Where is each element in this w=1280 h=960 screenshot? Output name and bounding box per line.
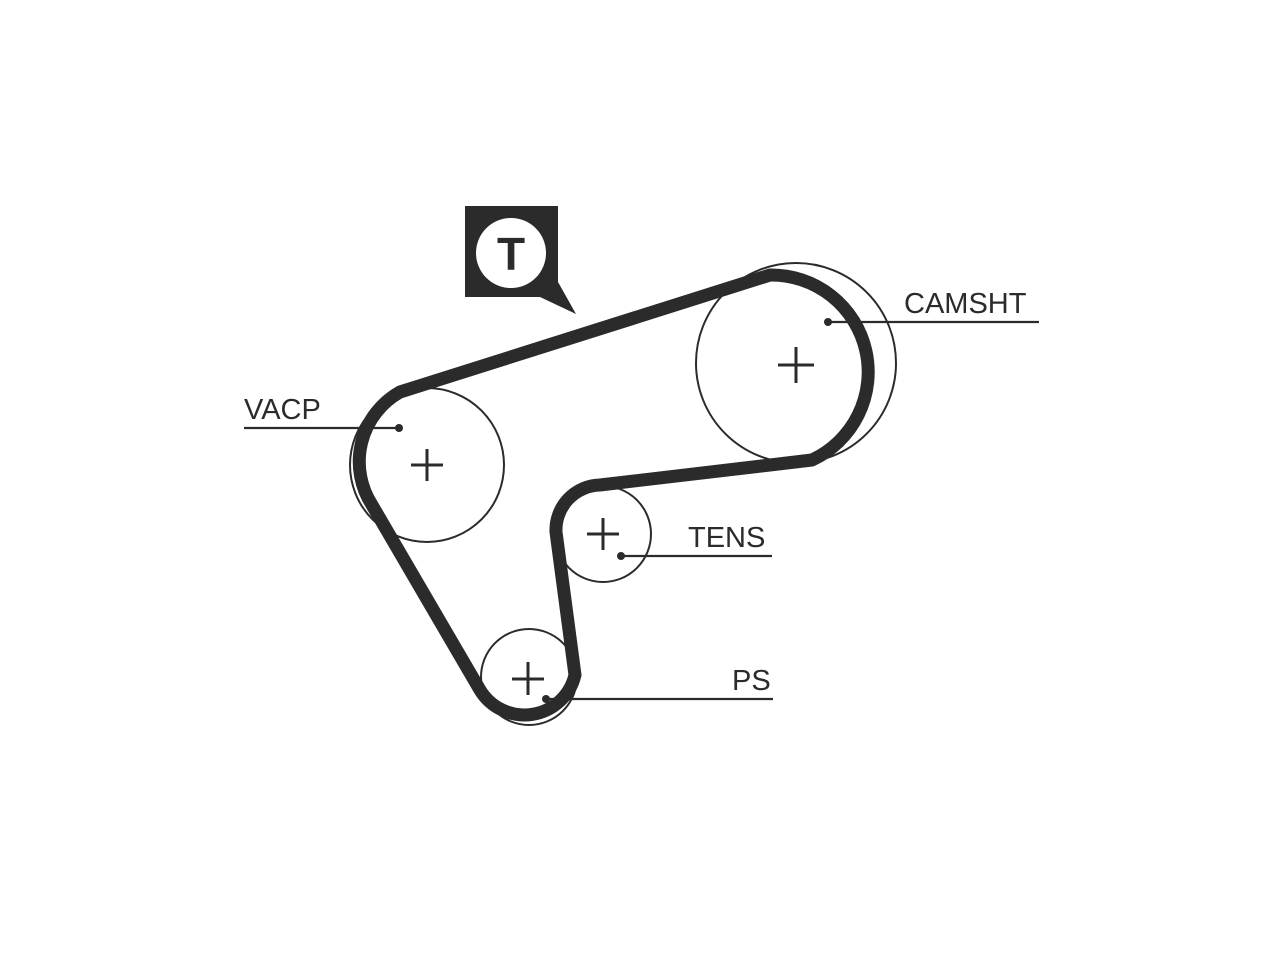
tensioner-leader xyxy=(617,552,772,560)
camshaft-pulley xyxy=(695,262,897,464)
tensioner-label: TENS xyxy=(688,522,765,554)
camshaft-label: CAMSHT xyxy=(904,288,1027,320)
camshaft-leader xyxy=(824,318,1039,326)
vacuum-pump-label: VACP xyxy=(244,394,321,426)
power-steering-pulley xyxy=(480,628,578,726)
timing-belt xyxy=(352,268,875,722)
power-steering-label: PS xyxy=(732,665,771,697)
vacuum-pump-leader xyxy=(244,424,403,432)
vacuum-pump-pulley xyxy=(349,387,505,543)
tensioner-pulley xyxy=(554,485,652,583)
power-steering-leader xyxy=(542,695,773,703)
badge-letter: T xyxy=(497,228,525,280)
tensioner-marker-icon: T xyxy=(465,206,576,314)
